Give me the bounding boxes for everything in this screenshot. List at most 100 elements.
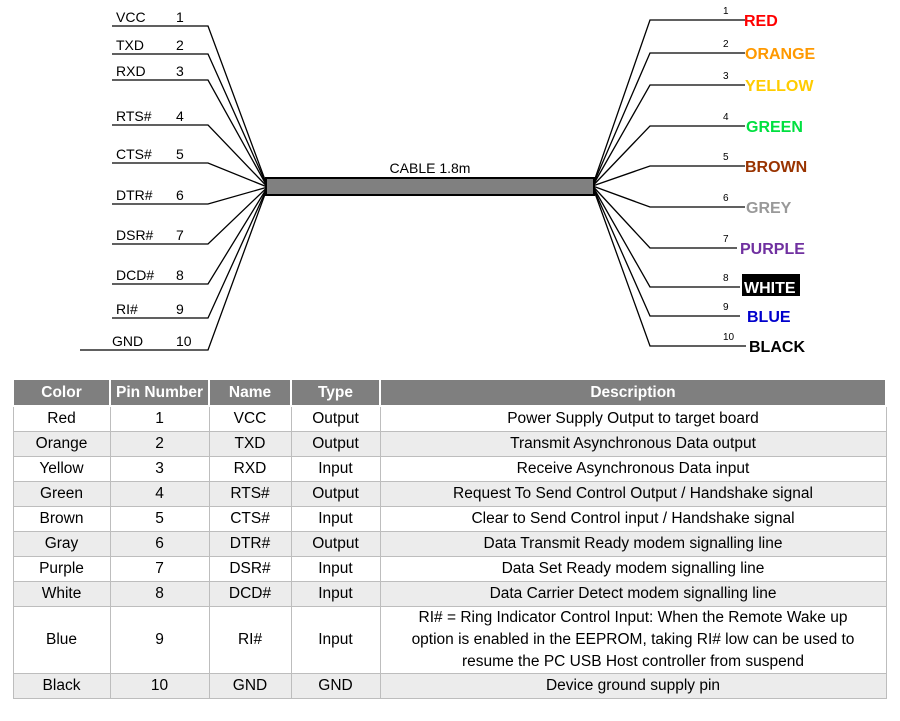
column-header-color: Color [12, 378, 111, 407]
cell-color: Red [12, 405, 111, 432]
pin-wire [112, 186, 267, 205]
cell-color: Brown [12, 506, 111, 532]
cell-description: RI# = Ring Indicator Control Input: When… [379, 606, 887, 674]
pin-name: TXD [116, 37, 144, 53]
wire-color-label: WHITE [744, 280, 796, 297]
column-header-pin-number: Pin Number [109, 378, 210, 407]
description-line: Data Carrier Detect modem signalling lin… [489, 585, 777, 602]
cell-name: GND [208, 673, 292, 699]
cell-type: GND [290, 673, 381, 699]
wire-line [593, 84, 745, 184]
cell-description: Data Carrier Detect modem signalling lin… [379, 581, 887, 607]
cell-type: Output [290, 481, 381, 507]
pin-wire [112, 190, 267, 319]
cell-description: Clear to Send Control input / Handshake … [379, 506, 887, 532]
cell-description: Transmit Asynchronous Data output [379, 431, 887, 457]
wire-line [593, 165, 745, 187]
pin-name: RI# [116, 301, 138, 317]
description-line: RI# = Ring Indicator Control Input: When… [418, 609, 848, 626]
wire-line [593, 188, 740, 288]
cell-type: Input [290, 506, 381, 532]
description-line: Clear to Send Control input / Handshake … [471, 510, 795, 527]
cell-description: Power Supply Output to target board [379, 405, 887, 432]
pin-name: VCC [116, 9, 146, 25]
cell-name: RI# [208, 606, 292, 674]
wire-number: 10 [723, 332, 735, 343]
cell-pin-number: 5 [109, 506, 210, 532]
pin-number: 8 [176, 267, 184, 283]
pin-number: 10 [176, 333, 192, 349]
pin-name: RXD [116, 63, 146, 79]
cell-color: Blue [12, 606, 111, 674]
pin-name: DCD# [116, 267, 154, 283]
cell-name: RTS# [208, 481, 292, 507]
cell-pin-number: 4 [109, 481, 210, 507]
wire-line [593, 52, 745, 183]
cell-type: Output [290, 405, 381, 432]
cell-type: Input [290, 606, 381, 674]
wire-number: 3 [723, 71, 729, 82]
pin-number: 9 [176, 301, 184, 317]
cell-type: Output [290, 431, 381, 457]
pin-wire [112, 53, 267, 184]
wire-line [593, 125, 745, 185]
cell-type: Input [290, 581, 381, 607]
pin-number: 1 [176, 9, 184, 25]
wire-color-label: BLUE [747, 309, 791, 326]
pin-wire [112, 79, 267, 185]
pin-number: 4 [176, 108, 184, 124]
cell-description: Device ground supply pin [379, 673, 887, 699]
cell-description: Data Set Ready modem signalling line [379, 556, 887, 582]
pin-number: 3 [176, 63, 184, 79]
cell-name: DTR# [208, 531, 292, 557]
wire-number: 7 [723, 234, 729, 245]
right-wire-colors: 1RED2ORANGE3YELLOW4GREEN5BROWN6GREY7PURP… [593, 6, 816, 356]
cell-type: Input [290, 456, 381, 482]
cell-pin-number: 9 [109, 606, 210, 674]
cell-pin-number: 10 [109, 673, 210, 699]
wire-line [593, 190, 746, 347]
wire-color-label: BROWN [745, 159, 807, 176]
description-line: option is enabled in the EEPROM, taking … [411, 631, 855, 648]
wire-number: 4 [723, 112, 729, 123]
wire-color-label: GREY [746, 200, 792, 217]
wire-number: 8 [723, 273, 729, 284]
wire-number: 1 [723, 6, 729, 17]
pin-number: 6 [176, 187, 184, 203]
cell-pin-number: 1 [109, 405, 210, 432]
cell-type: Output [290, 531, 381, 557]
cell-color: Purple [12, 556, 111, 582]
cable-label: CABLE 1.8m [390, 160, 471, 176]
cell-color: White [12, 581, 111, 607]
cell-color: Green [12, 481, 111, 507]
description-line: Receive Asynchronous Data input [516, 460, 750, 477]
column-header-type: Type [290, 378, 381, 407]
pin-name: GND [112, 333, 143, 349]
pin-wire [112, 124, 267, 186]
description-line: Device ground supply pin [545, 677, 721, 694]
cell-name: DSR# [208, 556, 292, 582]
description-line: Data Set Ready modem signalling line [501, 560, 765, 577]
description-line: resume the PC USB Host controller from s… [462, 653, 804, 670]
cell-name: DCD# [208, 581, 292, 607]
cell-color: Yellow [12, 456, 111, 482]
wire-label-background [742, 274, 800, 296]
cell-color: Black [12, 673, 111, 699]
description-line: Power Supply Output to target board [507, 410, 759, 427]
pin-wire [80, 191, 267, 351]
wire-color-label: PURPLE [740, 241, 805, 258]
cell-name: CTS# [208, 506, 292, 532]
pin-name: CTS# [116, 146, 152, 162]
wire-number: 2 [723, 39, 729, 50]
description-line: Transmit Asynchronous Data output [510, 435, 756, 452]
description-line: Request To Send Control Output / Handsha… [453, 485, 813, 502]
pin-wire [112, 188, 267, 245]
